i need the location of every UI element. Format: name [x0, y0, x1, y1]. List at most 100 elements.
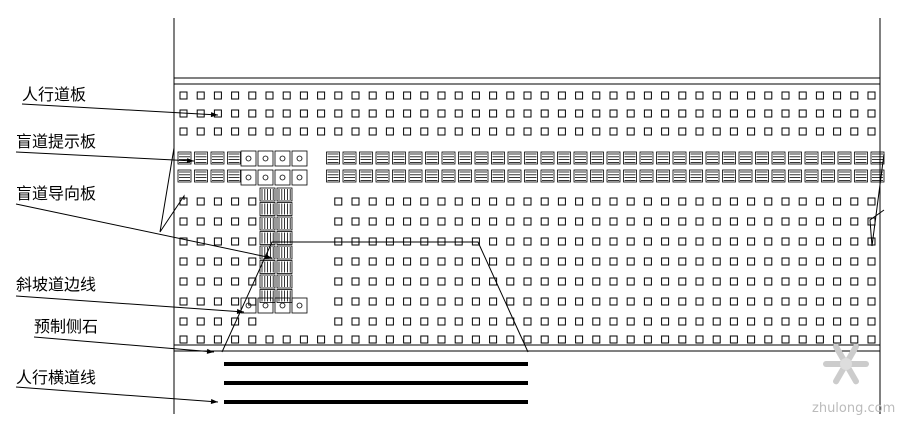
- sidewalk-tile: [351, 335, 360, 344]
- dot: [262, 155, 269, 162]
- sidewalk-tile: [299, 91, 308, 100]
- sidewalk-tile: [454, 317, 463, 326]
- sidewalk-tile: [695, 91, 704, 100]
- sidewalk-tile: [299, 127, 308, 136]
- label-blind-guide-slab: 盲道导向板: [16, 184, 96, 203]
- warning-bar-tile: [359, 169, 373, 183]
- sidewalk-tile: [403, 335, 412, 344]
- sidewalk-tile: [695, 217, 704, 226]
- sidewalk-tile: [867, 335, 876, 344]
- sidewalk-tile: [850, 277, 859, 286]
- ramp-edge-outline: [221, 241, 529, 353]
- sidewalk-tile: [678, 217, 687, 226]
- sidewalk-tile: [747, 317, 756, 326]
- guide-bar-tile: [276, 202, 293, 216]
- sidewalk-tile: [592, 335, 601, 344]
- sidewalk-tile: [334, 317, 343, 326]
- warning-bar-tile: [788, 151, 802, 165]
- dot-tile: [274, 297, 291, 314]
- dot: [296, 155, 303, 162]
- warning-bar-tile: [705, 151, 720, 165]
- sidewalk-tile: [626, 277, 635, 286]
- sidewalk-tile: [592, 91, 601, 100]
- sidewalk-tile: [712, 277, 721, 286]
- warning-bar-tile: [804, 169, 819, 183]
- sidewalk-tile: [781, 257, 790, 266]
- sidewalk-tile: [213, 217, 222, 226]
- sidewalk-tile: [643, 127, 652, 136]
- warning-bar-tile: [540, 151, 555, 165]
- sidewalk-tile: [334, 109, 343, 118]
- sidewalk-tile: [781, 297, 790, 306]
- sidewalk-tile: [231, 197, 240, 206]
- sidewalk-tile: [678, 317, 687, 326]
- sidewalk-tile: [334, 197, 343, 206]
- sidewalk-tile: [437, 197, 446, 206]
- warning-bar-tile: [722, 169, 736, 183]
- warning-bar-tile: [342, 169, 357, 183]
- sidewalk-tile: [643, 297, 652, 306]
- dot: [279, 302, 286, 309]
- sidewalk-tile: [179, 257, 188, 266]
- warning-bar-tile: [210, 151, 225, 165]
- guide-bar-tile: [276, 245, 293, 260]
- warning-bar-tile: [408, 151, 423, 165]
- sidewalk-tile: [833, 197, 842, 206]
- sidewalk-tile: [850, 91, 859, 100]
- sidewalk-tile: [471, 335, 480, 344]
- sidewalk-tile: [850, 297, 859, 306]
- sidewalk-tile: [729, 217, 738, 226]
- sidewalk-tile: [712, 109, 721, 118]
- dot: [296, 302, 303, 309]
- sidewalk-tile: [575, 109, 584, 118]
- sidewalk-tile: [231, 257, 240, 266]
- sidewalk-tile: [437, 317, 446, 326]
- guide-bar-tile: [276, 187, 293, 202]
- sidewalk-tile: [764, 109, 773, 118]
- warning-dot-tiles: [240, 150, 308, 314]
- sidewalk-tile: [489, 317, 498, 326]
- sidewalk-tile: [540, 335, 549, 344]
- sidewalk-tile: [506, 297, 515, 306]
- sidewalk-tile: [368, 197, 377, 206]
- sidewalk-tile: [557, 127, 566, 136]
- sidewalk-tile: [626, 127, 635, 136]
- sidewalk-tile: [557, 109, 566, 118]
- sidewalk-tile: [592, 317, 601, 326]
- guide-bar-tile: [276, 260, 293, 274]
- sidewalk-tile: [781, 109, 790, 118]
- sidewalk-tile: [385, 217, 394, 226]
- sidewalk-tile: [867, 109, 876, 118]
- leader-line: [15, 151, 195, 162]
- sidewalk-tile: [643, 317, 652, 326]
- sidewalk-tile: [833, 91, 842, 100]
- sidewalk-tile: [798, 217, 807, 226]
- sidewalk-tile: [317, 91, 326, 100]
- sidewalk-tile: [351, 257, 360, 266]
- leader-arrow: [210, 398, 218, 404]
- crosswalk-stripes: [224, 362, 528, 404]
- sidewalk-tile: [523, 217, 532, 226]
- sidewalk-tile: [833, 277, 842, 286]
- sidewalk-tile: [678, 91, 687, 100]
- sidewalk-tile: [729, 317, 738, 326]
- warning-bar-tile: [689, 169, 703, 183]
- warning-bar-tile: [194, 169, 208, 183]
- sidewalk-tile: [643, 335, 652, 344]
- sidewalk-tile: [867, 127, 876, 136]
- sidewalk-tile: [420, 297, 429, 306]
- sidewalk-tile: [196, 317, 205, 326]
- break-lines: [159, 147, 885, 247]
- sidewalk-tile: [747, 217, 756, 226]
- sidewalk-tile: [747, 257, 756, 266]
- warning-bar-tile: [441, 151, 456, 165]
- warning-bar-tile: [837, 151, 852, 165]
- warning-bar-tile: [573, 151, 588, 165]
- sidewalk-tile: [661, 217, 670, 226]
- sidewalk-tile: [213, 277, 222, 286]
- sidewalk-tile: [695, 277, 704, 286]
- dot-tile: [257, 297, 274, 314]
- warning-bar-tile: [639, 169, 654, 183]
- sidewalk-tile: [557, 217, 566, 226]
